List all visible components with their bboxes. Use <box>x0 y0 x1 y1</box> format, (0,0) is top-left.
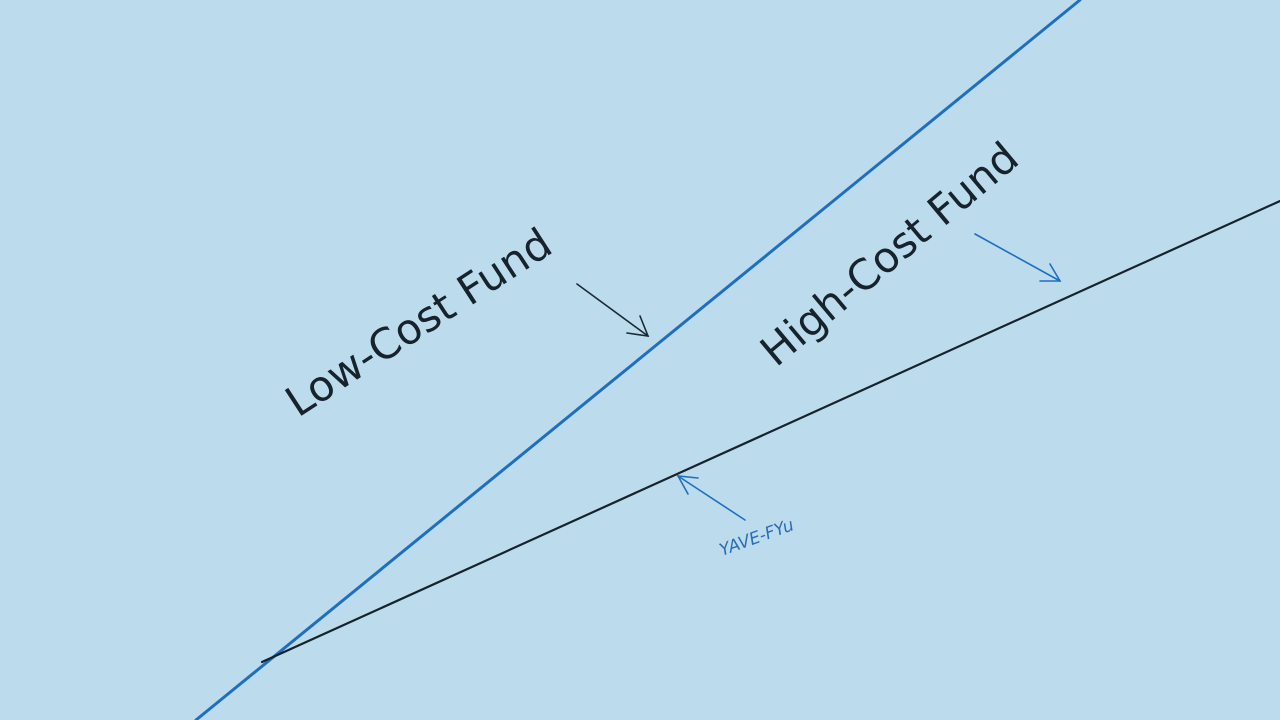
high-cost-fund-line <box>260 199 1280 664</box>
low-cost-fund-line <box>194 0 1082 720</box>
low-cost-arrow <box>576 283 650 337</box>
annotation-arrow <box>676 475 746 521</box>
high-cost-arrow <box>974 233 1062 282</box>
high-cost-fund-label: High-Cost Fund <box>751 132 1028 375</box>
annotation-label: YAVE-FYu <box>717 515 797 560</box>
low-cost-fund-label: Low-Cost Fund <box>277 218 561 426</box>
